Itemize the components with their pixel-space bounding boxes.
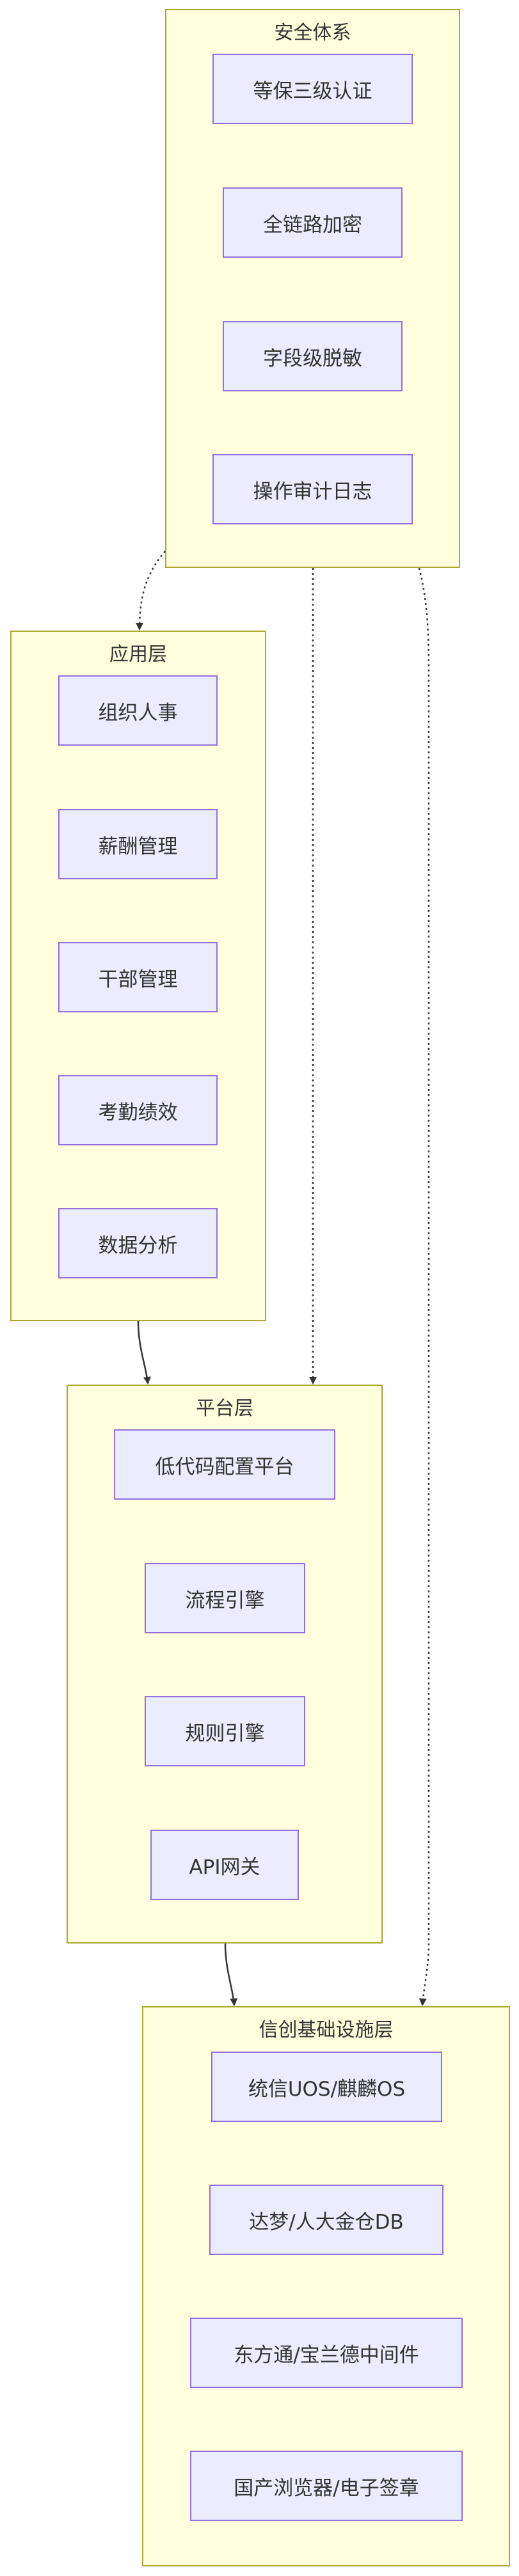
edge-security-to-app <box>136 551 166 631</box>
platform-node-lowcode[interactable]: 低代码配置平台 <box>114 1429 335 1500</box>
infra-node-middleware[interactable]: 东方通/宝兰德中间件 <box>190 2318 463 2388</box>
app-node-payroll[interactable]: 薪酬管理 <box>58 809 218 879</box>
edge-security-to-infra <box>418 567 430 2006</box>
edge-app-to-platform <box>137 1321 151 1385</box>
infra-node-os[interactable]: 统信UOS/麒麟OS <box>211 2052 442 2122</box>
security-node-e2e-encryption[interactable]: 全链路加密 <box>223 187 403 258</box>
app-node-cadre-mgmt[interactable]: 干部管理 <box>58 942 218 1012</box>
edge-platform-to-infra <box>224 1943 238 2006</box>
infra-node-browser-esign[interactable]: 国产浏览器/电子签章 <box>190 2451 463 2521</box>
platform-layer-cluster-title: 平台层 <box>196 1397 253 1420</box>
infra-layer-cluster-title: 信创基础设施层 <box>259 2019 394 2041</box>
security-node-audit-log[interactable]: 操作审计日志 <box>212 454 413 524</box>
app-node-analytics[interactable]: 数据分析 <box>58 1208 218 1278</box>
platform-node-api-gateway[interactable]: API网关 <box>150 1830 299 1900</box>
platform-node-workflow-engine[interactable]: 流程引擎 <box>145 1563 305 1633</box>
app-layer-cluster-title: 应用层 <box>109 643 167 666</box>
app-node-org-hr[interactable]: 组织人事 <box>58 675 218 746</box>
infra-node-db[interactable]: 达梦/人大金仓DB <box>209 2185 443 2255</box>
security-node-level3-cert[interactable]: 等保三级认证 <box>212 54 413 124</box>
platform-node-rules-engine[interactable]: 规则引擎 <box>145 1696 305 1766</box>
security-node-field-masking[interactable]: 字段级脱敏 <box>223 321 403 391</box>
security-cluster-title: 安全体系 <box>274 22 351 44</box>
app-node-attendance[interactable]: 考勤绩效 <box>58 1075 218 1145</box>
